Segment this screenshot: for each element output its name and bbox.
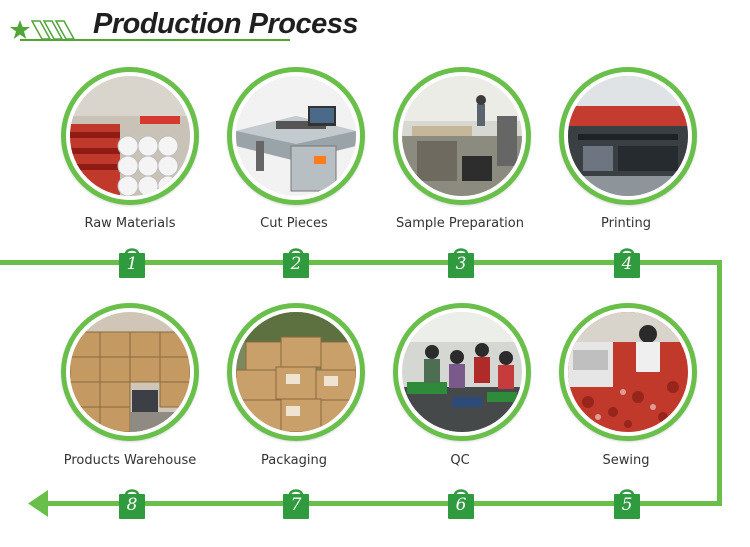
step-circle	[393, 303, 531, 441]
step-label: Cut Pieces	[260, 216, 328, 231]
step-circle	[559, 67, 697, 205]
cut-pieces-photo	[236, 76, 356, 196]
step-number-badge: 2	[281, 246, 311, 278]
shopping-bag-icon	[119, 248, 145, 278]
title-underline	[20, 39, 290, 41]
qc-photo	[402, 312, 522, 432]
step-number-badge: 8	[117, 487, 147, 519]
shopping-bag-icon	[119, 489, 145, 519]
step-label: Raw Materials	[84, 216, 176, 231]
sewing-photo	[568, 312, 688, 432]
step-circle	[227, 303, 365, 441]
step-circle	[393, 67, 531, 205]
step-number-badge: 4	[612, 246, 642, 278]
shopping-bag-icon	[614, 489, 640, 519]
shopping-bag-icon	[283, 248, 309, 278]
step-number-badge: 6	[446, 487, 476, 519]
step-number: 7	[290, 495, 302, 515]
step-label: QC	[450, 453, 470, 468]
shopping-bag-icon	[283, 489, 309, 519]
step-number: 8	[126, 495, 138, 515]
step-number-badge: 5	[612, 487, 642, 519]
products-warehouse-photo	[70, 312, 190, 432]
raw-materials-photo	[70, 76, 190, 196]
shopping-bag-icon	[448, 248, 474, 278]
page-title: Production Process	[93, 8, 358, 40]
step-number: 1	[126, 254, 138, 274]
step-label: Printing	[600, 216, 651, 231]
step-label: Sample Preparation	[396, 216, 524, 231]
shopping-bag-icon	[614, 248, 640, 278]
step-number-badge: 1	[117, 246, 147, 278]
step-label: Packaging	[261, 453, 327, 468]
packaging-photo	[236, 312, 356, 432]
step-number: 3	[455, 254, 467, 274]
step-number: 5	[621, 495, 633, 515]
process-line-top	[0, 260, 722, 265]
shopping-bag-icon	[448, 489, 474, 519]
step-label: Products Warehouse	[63, 453, 197, 468]
step-number: 4	[621, 254, 633, 274]
printing-photo	[568, 76, 688, 196]
step-number: 2	[290, 254, 302, 274]
step-number: 6	[455, 495, 467, 515]
step-circle	[61, 303, 199, 441]
sample-preparation-photo	[402, 76, 522, 196]
step-circle	[227, 67, 365, 205]
step-circle	[559, 303, 697, 441]
step-circle	[61, 67, 199, 205]
process-line-bottom	[44, 501, 722, 506]
step-label: Sewing	[602, 453, 650, 468]
step-number-badge: 3	[446, 246, 476, 278]
arrow-left-icon	[28, 490, 48, 517]
step-number-badge: 7	[281, 487, 311, 519]
process-line-right	[717, 260, 722, 506]
